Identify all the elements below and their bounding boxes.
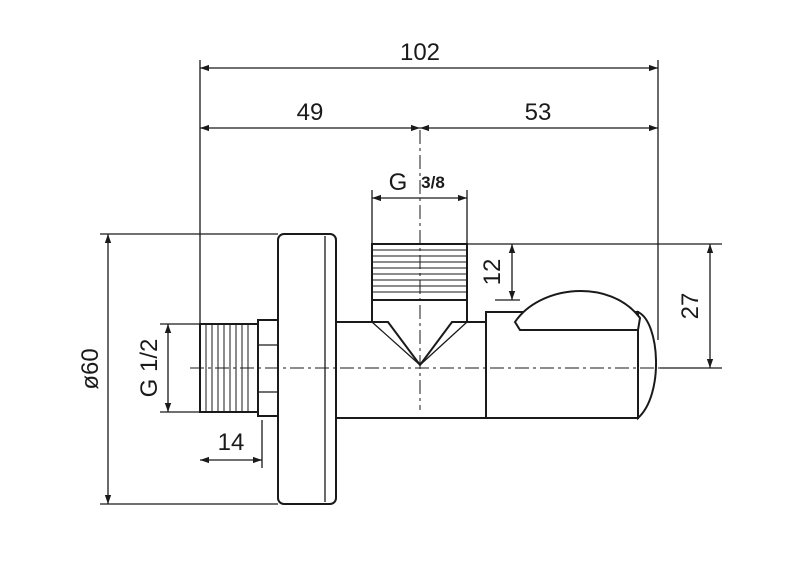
dim-outlet-thread-prefix: G	[389, 169, 408, 196]
dim-inlet-thread-label: G 1/2	[136, 339, 163, 398]
dim-inlet-thread-length-label: 14	[218, 429, 245, 456]
dim-overall-length-label: 102	[400, 39, 440, 66]
dim-flange-diameter: ø60	[77, 234, 112, 504]
dim-inlet-thread: G 1/2	[136, 324, 172, 412]
wall-flange	[277, 233, 337, 505]
dim-outlet-thread: G 3/8	[372, 169, 467, 202]
dim-inlet-thread-length: 14	[200, 429, 262, 464]
dim-outlet-thread-length: 12	[479, 244, 516, 300]
dim-inlet-to-axis: 49	[200, 99, 420, 132]
handle-cap	[637, 310, 657, 421]
dim-inlet-to-axis-label: 49	[297, 99, 324, 126]
dim-handle-height-label: 27	[677, 293, 704, 320]
dim-axis-to-end: 53	[420, 99, 658, 132]
dim-axis-to-end-label: 53	[525, 99, 552, 126]
dim-handle-height: 27	[677, 244, 714, 368]
dim-outlet-thread-length-label: 12	[479, 259, 506, 286]
outlet-neck-cone	[360, 299, 486, 367]
handle-knob-top	[513, 289, 642, 331]
dim-flange-diameter-label: ø60	[77, 348, 104, 389]
dim-outlet-thread-size: 3/8	[421, 173, 445, 192]
dim-overall-length: 102	[200, 39, 658, 72]
valve-body	[199, 233, 657, 505]
